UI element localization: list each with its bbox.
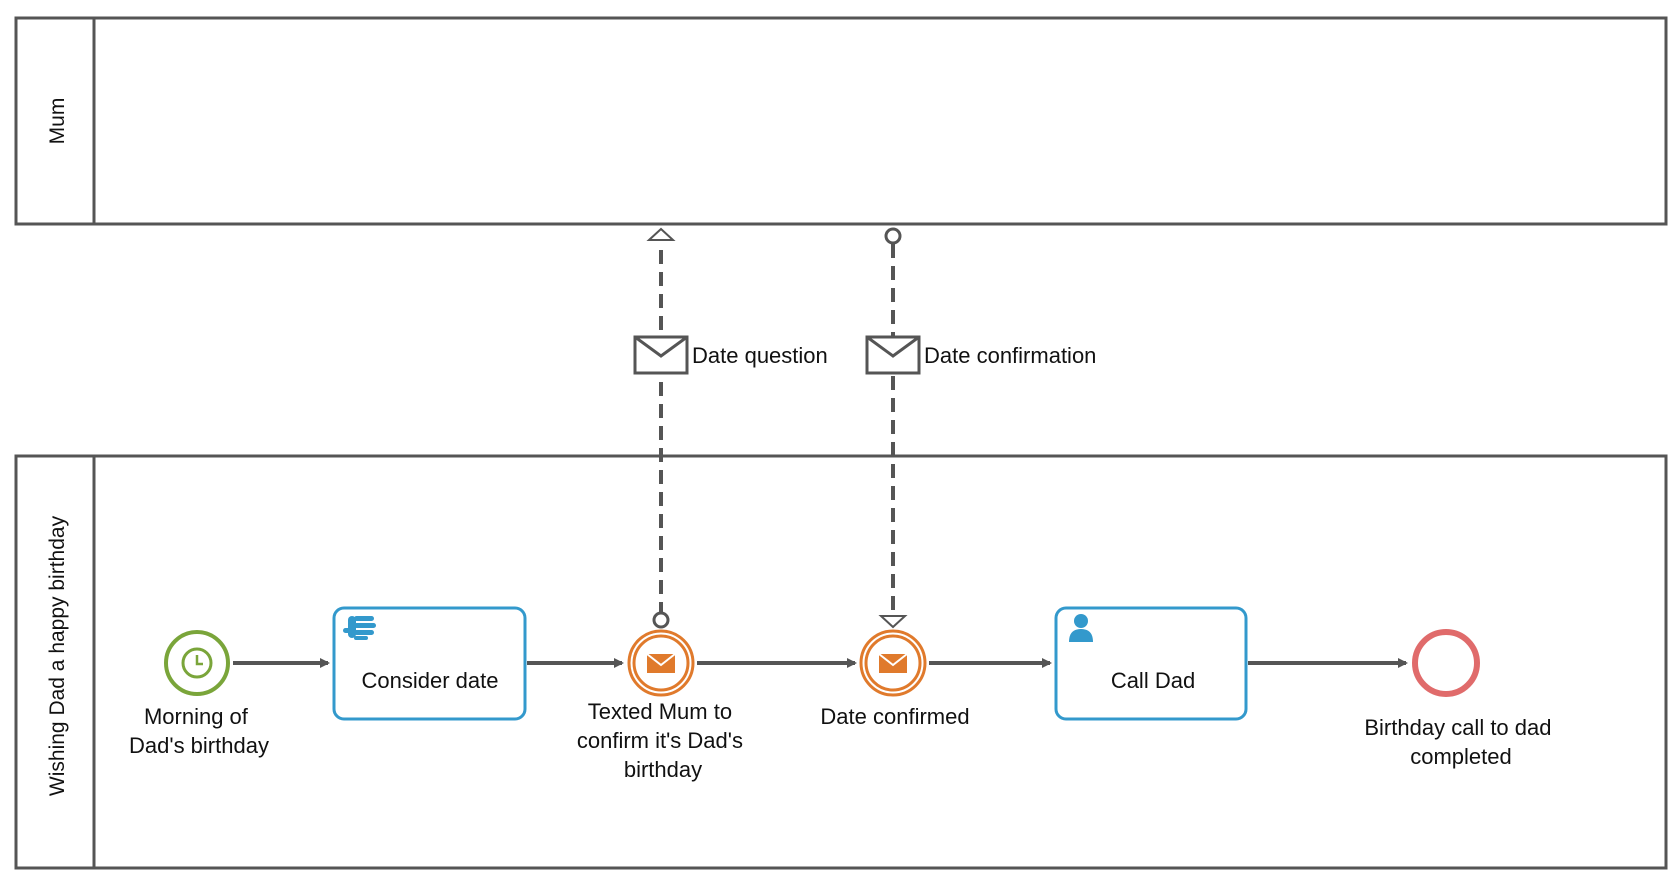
date-confirmation-label: Date confirmation — [924, 343, 1096, 368]
send-message-event-label-line: birthday — [624, 757, 702, 782]
hand-icon — [343, 616, 376, 640]
send-message-event-label-line: Texted Mum to — [588, 699, 732, 724]
task-call-dad-label: Call Dad — [1111, 668, 1195, 693]
task-call-dad[interactable]: Call Dad — [1054, 606, 1248, 721]
end-event-label: Birthday call to dad completed — [1364, 715, 1557, 769]
pool-main-label: Wishing Dad a happy birthday — [46, 515, 69, 796]
user-icon — [1069, 614, 1093, 642]
task-consider-date-box — [332, 606, 527, 721]
task-call-dad-box — [1054, 606, 1248, 721]
message-flow-arrowhead — [878, 615, 908, 629]
send-message-event[interactable]: Texted Mum to confirm it's Dad's birthda… — [577, 629, 749, 782]
message-flow-date-question[interactable]: Date question — [633, 227, 828, 629]
message-flow-date-confirmation[interactable]: Date confirmation — [865, 227, 1096, 629]
pool-main[interactable]: Wishing Dad a happy birthday — [14, 454, 1668, 870]
envelope-icon — [646, 653, 676, 673]
end-event-label-line: completed — [1410, 744, 1512, 769]
end-event-label-line: Birthday call to dad — [1364, 715, 1551, 740]
start-event-label: Morning of Dad's birthday — [129, 704, 269, 758]
message-flow-source-circle — [652, 611, 670, 629]
date-question-envelope-icon — [633, 335, 689, 375]
message-flow-source-circle — [884, 227, 902, 245]
end-event[interactable]: Birthday call to dad completed — [1364, 629, 1557, 769]
message-flow-arrowhead — [646, 227, 676, 241]
catch-message-event[interactable]: Date confirmed — [820, 629, 970, 729]
task-consider-date[interactable]: Consider date — [332, 606, 527, 721]
start-event[interactable]: Morning of Dad's birthday — [129, 630, 269, 758]
send-message-event-label-line: confirm it's Dad's — [577, 728, 743, 753]
catch-message-event-label: Date confirmed — [820, 704, 969, 729]
clock-icon — [181, 647, 213, 679]
task-consider-date-label: Consider date — [362, 668, 499, 693]
pool-mum-frame — [14, 16, 1668, 226]
start-event-label-line: Morning of — [144, 704, 249, 729]
pool-main-frame — [14, 454, 1668, 870]
pool-mum[interactable]: Mum — [14, 16, 1668, 226]
date-question-label: Date question — [692, 343, 828, 368]
pool-mum-label: Mum — [46, 98, 69, 145]
start-event-label-line: Dad's birthday — [129, 733, 269, 758]
date-confirmation-envelope-icon — [865, 335, 921, 375]
send-message-event-label: Texted Mum to confirm it's Dad's birthda… — [577, 699, 749, 782]
envelope-icon — [878, 653, 908, 673]
end-event-circle — [1412, 629, 1480, 697]
